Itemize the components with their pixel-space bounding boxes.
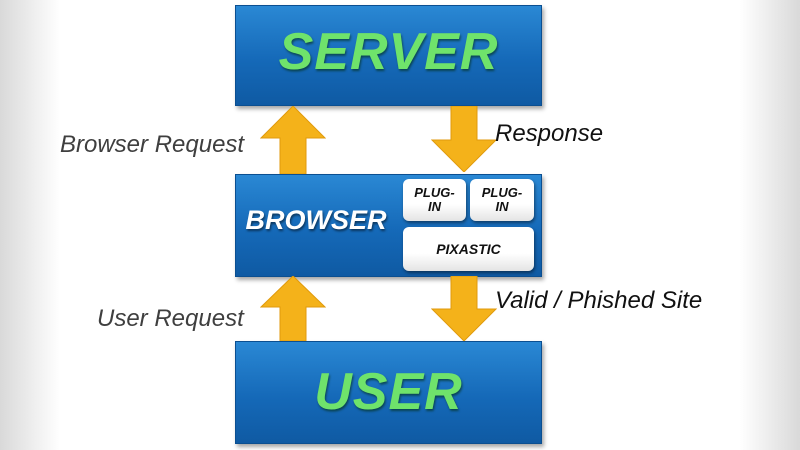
pixastic-label: PIXASTIC [436, 241, 501, 257]
plugin-2-label: PLUG-IN [481, 185, 523, 214]
valid-phished-site-label: Valid / Phished Site [495, 287, 703, 314]
plugin-1-label: PLUG-IN [414, 185, 455, 214]
pixastic-box: PIXASTIC [403, 227, 534, 271]
user-request-label: User Request [97, 305, 244, 332]
response-label: Response [495, 120, 604, 147]
plugin-2-box: PLUG-IN [470, 179, 534, 221]
right-background-shade [740, 0, 800, 450]
user-label: USER [314, 363, 463, 421]
browser-to-user-down-arrow [431, 276, 497, 341]
user-box: USER [235, 341, 542, 444]
left-background-shade [0, 0, 60, 450]
server-label: SERVER [278, 23, 499, 81]
user-to-browser-up-arrow [260, 276, 326, 341]
plugin-1-box: PLUG-IN [403, 179, 466, 221]
server-box: SERVER [235, 5, 542, 106]
browser-label: BROWSER [245, 205, 387, 235]
browser-box: BROWSER PLUG-IN PLUG-IN PIXASTIC [235, 174, 542, 277]
server-to-browser-down-arrow [431, 106, 497, 172]
browser-to-server-up-arrow [260, 106, 326, 174]
browser-request-label: Browser Request [60, 131, 245, 158]
